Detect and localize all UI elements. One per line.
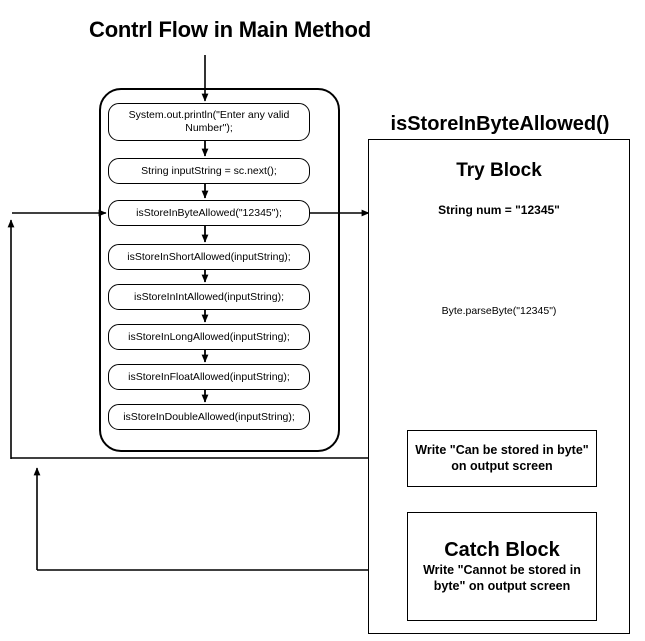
catch-block-text: Write "Cannot be stored in byte" on outp… bbox=[423, 562, 581, 593]
statement-text: isStoreInDoubleAllowed(inputString); bbox=[123, 410, 295, 423]
statement-box-is-store-in-float-allowed[interactable]: isStoreInFloatAllowed(inputString); bbox=[108, 364, 310, 390]
statement-box-is-store-in-int-allowed[interactable]: isStoreInIntAllowed(inputString); bbox=[108, 284, 310, 310]
decision-label: Byte.parseByte("12345") bbox=[441, 305, 557, 317]
statement-text: isStoreInLongAllowed(inputString); bbox=[128, 330, 290, 343]
write-success-text: Write "Can be stored in byte" on output … bbox=[415, 442, 589, 473]
method-panel-title: isStoreInByteAllowed() bbox=[390, 113, 610, 135]
main-method-container bbox=[99, 88, 340, 452]
page-title: Contrl Flow in Main Method bbox=[89, 17, 371, 42]
statement-text: System.out.println("Enter any valid Numb… bbox=[128, 109, 290, 134]
statement-box-println[interactable]: System.out.println("Enter any valid Numb… bbox=[108, 103, 310, 141]
try-block-title: Try Block bbox=[456, 160, 542, 181]
statement-text: isStoreInFloatAllowed(inputString); bbox=[128, 370, 290, 383]
statement-box-is-store-in-byte-allowed[interactable]: isStoreInByteAllowed("12345"); bbox=[108, 200, 310, 226]
catch-block-heading: Catch Block bbox=[444, 538, 560, 561]
statement-text: isStoreInByteAllowed("12345"); bbox=[136, 206, 282, 219]
statement-box-is-store-in-short-allowed[interactable]: isStoreInShortAllowed(inputString); bbox=[108, 244, 310, 270]
statement-text: String inputString = sc.next(); bbox=[141, 164, 277, 177]
statement-text: isStoreInShortAllowed(inputString); bbox=[127, 250, 291, 263]
statement-text: isStoreInIntAllowed(inputString); bbox=[134, 290, 284, 303]
num-assignment-label: String num = "12345" bbox=[438, 203, 560, 217]
write-success-box[interactable]: Write "Can be stored in byte" on output … bbox=[407, 430, 597, 487]
catch-block-box[interactable]: Catch Block Write "Cannot be stored in b… bbox=[407, 512, 597, 621]
statement-box-input-string[interactable]: String inputString = sc.next(); bbox=[108, 158, 310, 184]
statement-box-is-store-in-double-allowed[interactable]: isStoreInDoubleAllowed(inputString); bbox=[108, 404, 310, 430]
statement-box-is-store-in-long-allowed[interactable]: isStoreInLongAllowed(inputString); bbox=[108, 324, 310, 350]
